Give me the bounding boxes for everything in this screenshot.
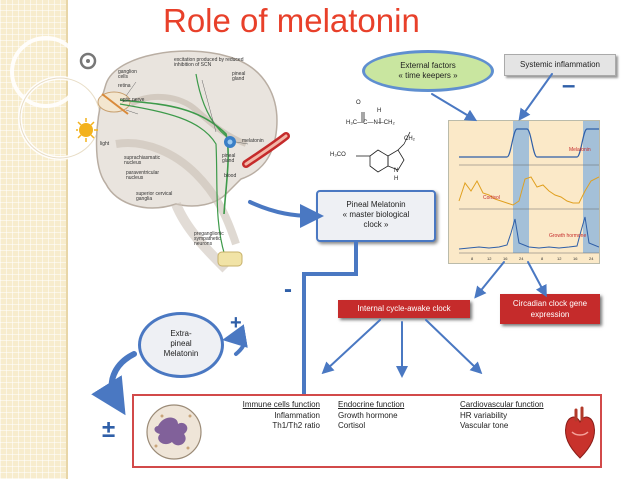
label-blood: blood <box>224 173 237 179</box>
minus-sign-top: – <box>562 72 576 99</box>
arrow-chart-to-circadian <box>527 261 547 298</box>
x-tick: 8 <box>471 256 474 261</box>
x-tick: 16 <box>573 256 578 261</box>
chem-oxygen: O <box>356 100 361 106</box>
arrow-internal-to-cardio <box>425 319 483 375</box>
immune-item-th1th2: Th1/Th2 ratio <box>272 421 320 430</box>
pineal-melatonin-line2: « master biological <box>342 210 410 219</box>
immune-item-inflammation: Inflammation <box>274 411 320 420</box>
endocrine-item-growth-hormone: Growth hormone <box>338 411 398 420</box>
x-tick: 16 <box>503 256 508 261</box>
immune-cell-icon <box>146 404 202 460</box>
arrow-plus-loop <box>222 324 248 356</box>
cardio-title: Cardiovascular function <box>460 400 544 409</box>
x-tick: 12 <box>557 256 562 261</box>
endocrine-column: Endocrine function Growth hormone Cortis… <box>338 400 404 431</box>
internal-clock-box: Internal cycle-awake clock <box>338 300 470 318</box>
arrow-brain-to-pineal <box>248 200 324 228</box>
pineal-melatonin-line3: clock » <box>363 220 389 229</box>
label-scg: superior cervical ganglia <box>136 191 173 202</box>
circadian-line2: expression <box>530 310 570 319</box>
immune-column: Immune cells function Inflammation Th1/T… <box>220 400 320 431</box>
brain-illustration <box>76 50 290 273</box>
external-factors-line2: « time keepers » <box>398 71 458 80</box>
external-factors-line1: External factors <box>400 61 456 70</box>
systemic-inflammation-box: Systemic inflammation <box>504 54 616 76</box>
melatonin-structure <box>356 112 411 173</box>
immune-title: Immune cells function <box>242 400 320 409</box>
chem-acetyl: H₃C—C—N—CH₂ <box>346 120 395 126</box>
extra-pineal-line2: pineal <box>170 339 192 348</box>
x-tick: 24 <box>519 256 524 261</box>
night-band-1 <box>513 121 529 253</box>
plus-minus-sign: ± <box>102 416 116 443</box>
chem-h3co: H₃CO <box>330 152 346 158</box>
minus-sign-mid: - <box>284 276 292 303</box>
x-tick: 12 <box>487 256 492 261</box>
label-pvn: paraventricular nucleus <box>126 170 160 181</box>
chem-h: H <box>377 108 382 114</box>
x-tick: 8 <box>541 256 544 261</box>
cardio-column: Cardiovascular function HR variability V… <box>460 400 544 431</box>
arrow-inflammation-to-chart <box>518 73 553 121</box>
cardio-item-hr: HR variability <box>460 411 508 420</box>
cortisol-curve <box>458 176 600 206</box>
arrow-chart-to-internal <box>474 261 505 299</box>
heart-icon <box>565 406 595 459</box>
label-pineal-gland: pineal gland <box>222 153 236 164</box>
cardio-item-vascular: Vascular tone <box>460 421 509 430</box>
circadian-line1: Circadian clock gene <box>512 299 588 308</box>
hormone-chart: Melatonin Cortisol Growth hormone 8 12 1… <box>448 120 600 264</box>
functions-box: Immune cells function Inflammation Th1/T… <box>132 394 602 468</box>
sun-icon <box>76 118 98 142</box>
melatonin-curve <box>459 128 599 158</box>
chem-ch2: CH₂ <box>404 136 415 142</box>
pineal-melatonin-line1: Pineal Melatonin <box>346 200 406 209</box>
label-scn: suprachiasmatic nucleus <box>124 155 161 166</box>
label-optic-nerve: optic nerve <box>120 97 145 103</box>
label-excitation: excitation produced by reduced inhibitio… <box>174 57 244 68</box>
night-band-2 <box>583 121 599 253</box>
label-light: light <box>100 141 110 147</box>
label-retina: retina <box>118 83 131 89</box>
chem-n: N <box>394 168 399 174</box>
endocrine-title: Endocrine function <box>338 400 405 409</box>
growth-hormone-curve <box>458 216 600 250</box>
plus-sign: + <box>230 312 242 334</box>
chart-label-growth-hormone: Growth hormone <box>549 233 586 239</box>
cycle-icon <box>79 52 97 70</box>
label-melatonin: melatonin <box>242 138 264 144</box>
label-pineal-gland-top: pineal gland <box>232 71 246 82</box>
extra-pineal-line3: Melatonin <box>163 349 199 358</box>
external-factors-oval: External factors « time keepers » <box>362 50 494 92</box>
arrow-internal-to-immune <box>321 319 381 375</box>
page-title: Role of melatonin <box>163 2 420 39</box>
endocrine-item-cortisol: Cortisol <box>338 421 366 430</box>
label-ganglion-cells: ganglion cells <box>118 69 137 80</box>
circadian-box: Circadian clock gene expression <box>500 294 600 324</box>
extra-pineal-line1: Extra- <box>170 329 192 338</box>
label-preganglionic: preganglionic sympathetic neurons <box>194 231 224 247</box>
chart-label-melatonin: Melatonin <box>569 147 591 153</box>
extra-pineal-oval: Extra- pineal Melatonin <box>138 312 224 378</box>
chart-label-cortisol: Cortisol <box>483 195 500 201</box>
hormone-chart-svg: Melatonin Cortisol Growth hormone 8 12 1… <box>458 121 600 261</box>
pineal-melatonin-box: Pineal Melatonin « master biological clo… <box>316 190 436 242</box>
arrow-external-to-chart <box>431 93 478 122</box>
diagram-panel: ganglion cells retina optic nerve light … <box>76 44 624 474</box>
x-tick: 24 <box>589 256 594 261</box>
arrow-extra-to-bottom <box>91 351 137 416</box>
arrow-pineal-to-bottom <box>302 240 358 406</box>
chem-nh-h: H <box>394 176 399 182</box>
arrows-layer <box>91 73 553 416</box>
